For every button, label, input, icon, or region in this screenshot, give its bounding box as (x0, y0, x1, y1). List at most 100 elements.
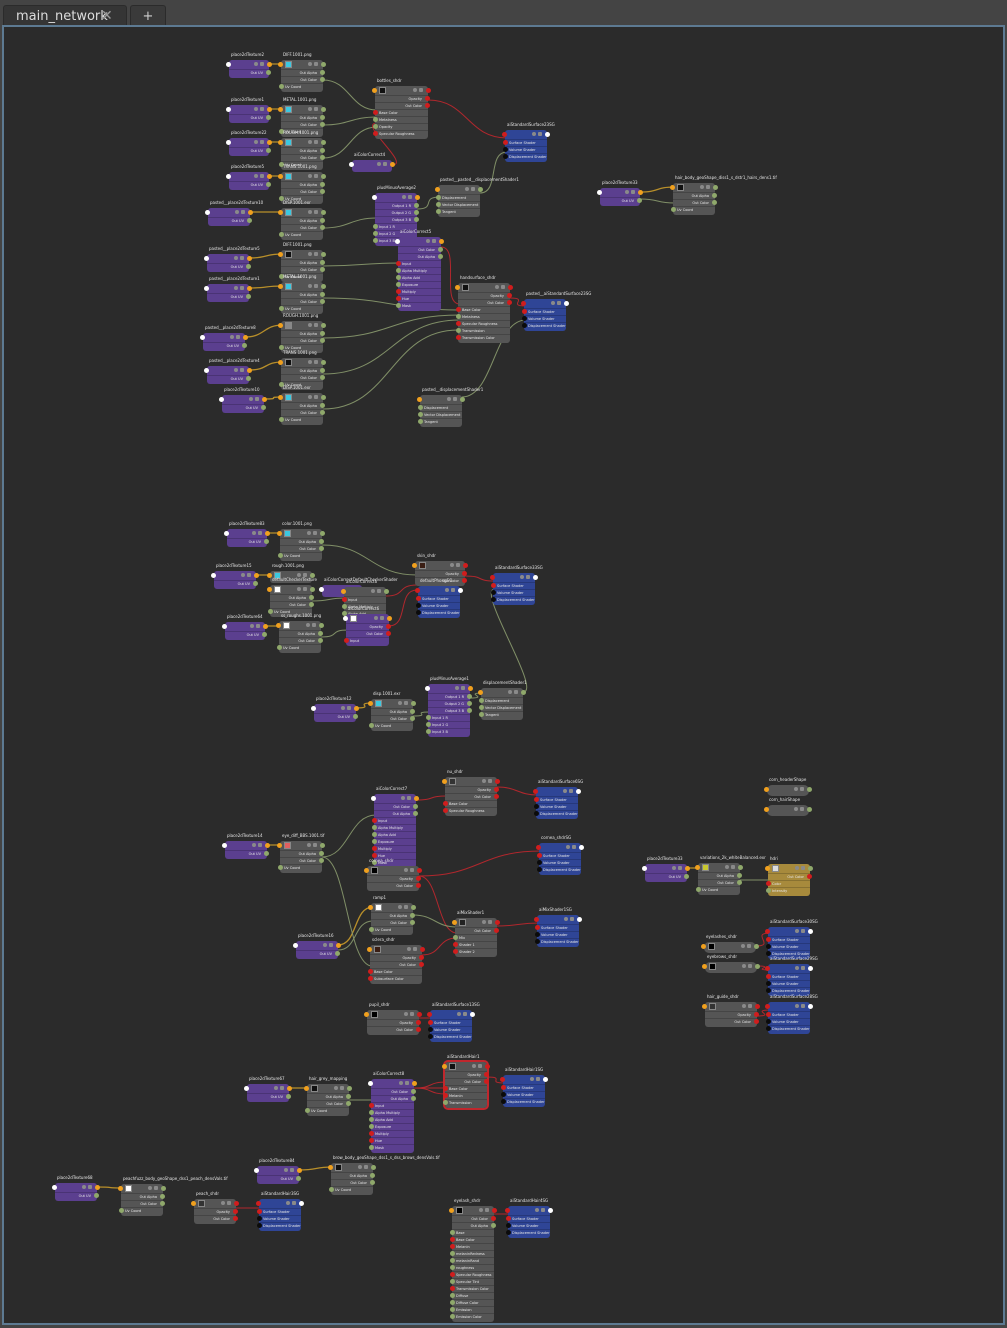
attr-input-port[interactable] (453, 949, 458, 954)
attr-output-port[interactable] (319, 546, 324, 551)
node-attribute-row[interactable]: Input 2 G (428, 721, 470, 728)
node-attribute-row[interactable]: Out UV (208, 217, 250, 224)
output-port[interactable] (265, 843, 270, 848)
node-attribute-row[interactable]: Alpha Add (371, 1116, 414, 1123)
input-port[interactable] (211, 573, 216, 578)
attr-input-port[interactable] (372, 839, 377, 844)
attr-input-port[interactable] (535, 925, 540, 930)
node-mode-icon[interactable] (230, 335, 234, 339)
node-attribute-row[interactable]: Multiply (371, 1130, 414, 1137)
node-mode-icon[interactable] (341, 706, 345, 710)
input-port[interactable] (254, 1168, 259, 1173)
attr-input-port[interactable] (416, 603, 421, 608)
node-collapse-icon[interactable] (255, 397, 259, 401)
node-collapse-icon[interactable] (570, 917, 574, 921)
attr-output-port[interactable] (320, 70, 325, 75)
attr-output-port[interactable] (353, 714, 358, 719)
input-port[interactable] (219, 397, 224, 402)
attr-input-port[interactable] (450, 1230, 455, 1235)
attr-input-port[interactable] (450, 1244, 455, 1249)
node-mode-icon[interactable] (398, 701, 402, 705)
node-collapse-icon[interactable] (260, 107, 264, 111)
attr-input-port[interactable] (503, 140, 508, 145)
attr-output-port[interactable] (346, 1101, 351, 1106)
node-attribute-row[interactable]: Displacement (481, 697, 523, 704)
node-attribute-row[interactable]: Volume Shader (430, 1026, 472, 1033)
node-attribute-row[interactable]: Alpha Multiply (371, 1109, 414, 1116)
node-attribute-row[interactable]: Shader 2 (455, 948, 497, 955)
attr-input-port[interactable] (277, 645, 282, 650)
attr-input-port[interactable] (436, 195, 441, 200)
wire-color[interactable] (427, 99, 508, 139)
input-port[interactable] (204, 286, 209, 291)
attr-output-port[interactable] (266, 182, 271, 187)
node-attribute-row[interactable]: Uv Coord (331, 1186, 373, 1193)
output-port[interactable] (478, 187, 483, 192)
attr-output-port[interactable] (320, 292, 325, 297)
input-port[interactable] (276, 623, 281, 628)
input-port[interactable] (52, 1185, 57, 1190)
node-attribute-row[interactable]: Volume Shader (537, 931, 579, 938)
node-attribute-row[interactable]: Out Alpha (281, 114, 323, 121)
input-port[interactable] (364, 1012, 369, 1017)
node-collapse-icon[interactable] (340, 1086, 344, 1090)
node-collapse-icon[interactable] (404, 701, 408, 705)
attr-output-port[interactable] (494, 787, 499, 792)
node-attribute-row[interactable]: Out Alpha (281, 291, 323, 298)
output-port[interactable] (548, 1208, 553, 1213)
node-attribute-row[interactable]: Uv Coord (281, 416, 323, 423)
wire-data[interactable] (639, 198, 676, 204)
node-mode-icon[interactable] (306, 623, 310, 627)
node-attribute-row[interactable]: Surface Shader (259, 1208, 301, 1215)
node-attribute-row[interactable]: Volume Shader (524, 315, 566, 322)
node-attribute-row[interactable]: Mask (374, 859, 416, 866)
output-port[interactable] (247, 286, 252, 291)
node-attribute-row[interactable]: Out Alpha (281, 330, 323, 337)
output-port[interactable] (321, 174, 326, 179)
attr-input-port[interactable] (766, 1026, 771, 1031)
attr-output-port[interactable] (320, 403, 325, 408)
node-mode-icon[interactable] (445, 588, 449, 592)
input-port[interactable] (395, 239, 400, 244)
node-collapse-icon[interactable] (314, 323, 318, 327)
attr-input-port[interactable] (279, 417, 284, 422)
node-mode-icon[interactable] (508, 690, 512, 694)
node-mode-icon[interactable] (221, 1201, 225, 1205)
node-mode-icon[interactable] (479, 1208, 483, 1212)
attr-input-port[interactable] (396, 261, 401, 266)
attr-input-port[interactable] (450, 1293, 455, 1298)
attr-output-port[interactable] (264, 539, 269, 544)
node-attribute-row[interactable]: Out Color (280, 545, 322, 552)
node-collapse-icon[interactable] (748, 1004, 752, 1008)
attr-input-port[interactable] (443, 1100, 448, 1105)
attr-output-port[interactable] (370, 1180, 375, 1185)
node-mode-icon[interactable] (254, 62, 258, 66)
node-mode-icon[interactable] (241, 573, 245, 577)
attr-input-port[interactable] (372, 832, 377, 837)
node-collapse-icon[interactable] (260, 174, 264, 178)
node-attribute-row[interactable]: Volume Shader (508, 1222, 550, 1229)
output-port[interactable] (420, 947, 425, 952)
node-collapse-icon[interactable] (538, 132, 542, 136)
input-port[interactable] (341, 589, 346, 594)
attr-input-port[interactable] (426, 722, 431, 727)
input-port[interactable] (670, 185, 675, 190)
node-attribute-row[interactable]: Out Color (768, 873, 810, 880)
attr-output-port[interactable] (507, 293, 512, 298)
output-port[interactable] (415, 195, 420, 200)
node-collapse-icon[interactable] (236, 335, 240, 339)
node-mode-icon[interactable] (308, 107, 312, 111)
node-attribute-row[interactable]: Volume Shader (418, 602, 460, 609)
node-collapse-icon[interactable] (241, 210, 245, 214)
node-attribute-row[interactable]: Out Color (346, 630, 389, 637)
node-collapse-icon[interactable] (801, 929, 805, 933)
node-mode-icon[interactable] (307, 843, 311, 847)
